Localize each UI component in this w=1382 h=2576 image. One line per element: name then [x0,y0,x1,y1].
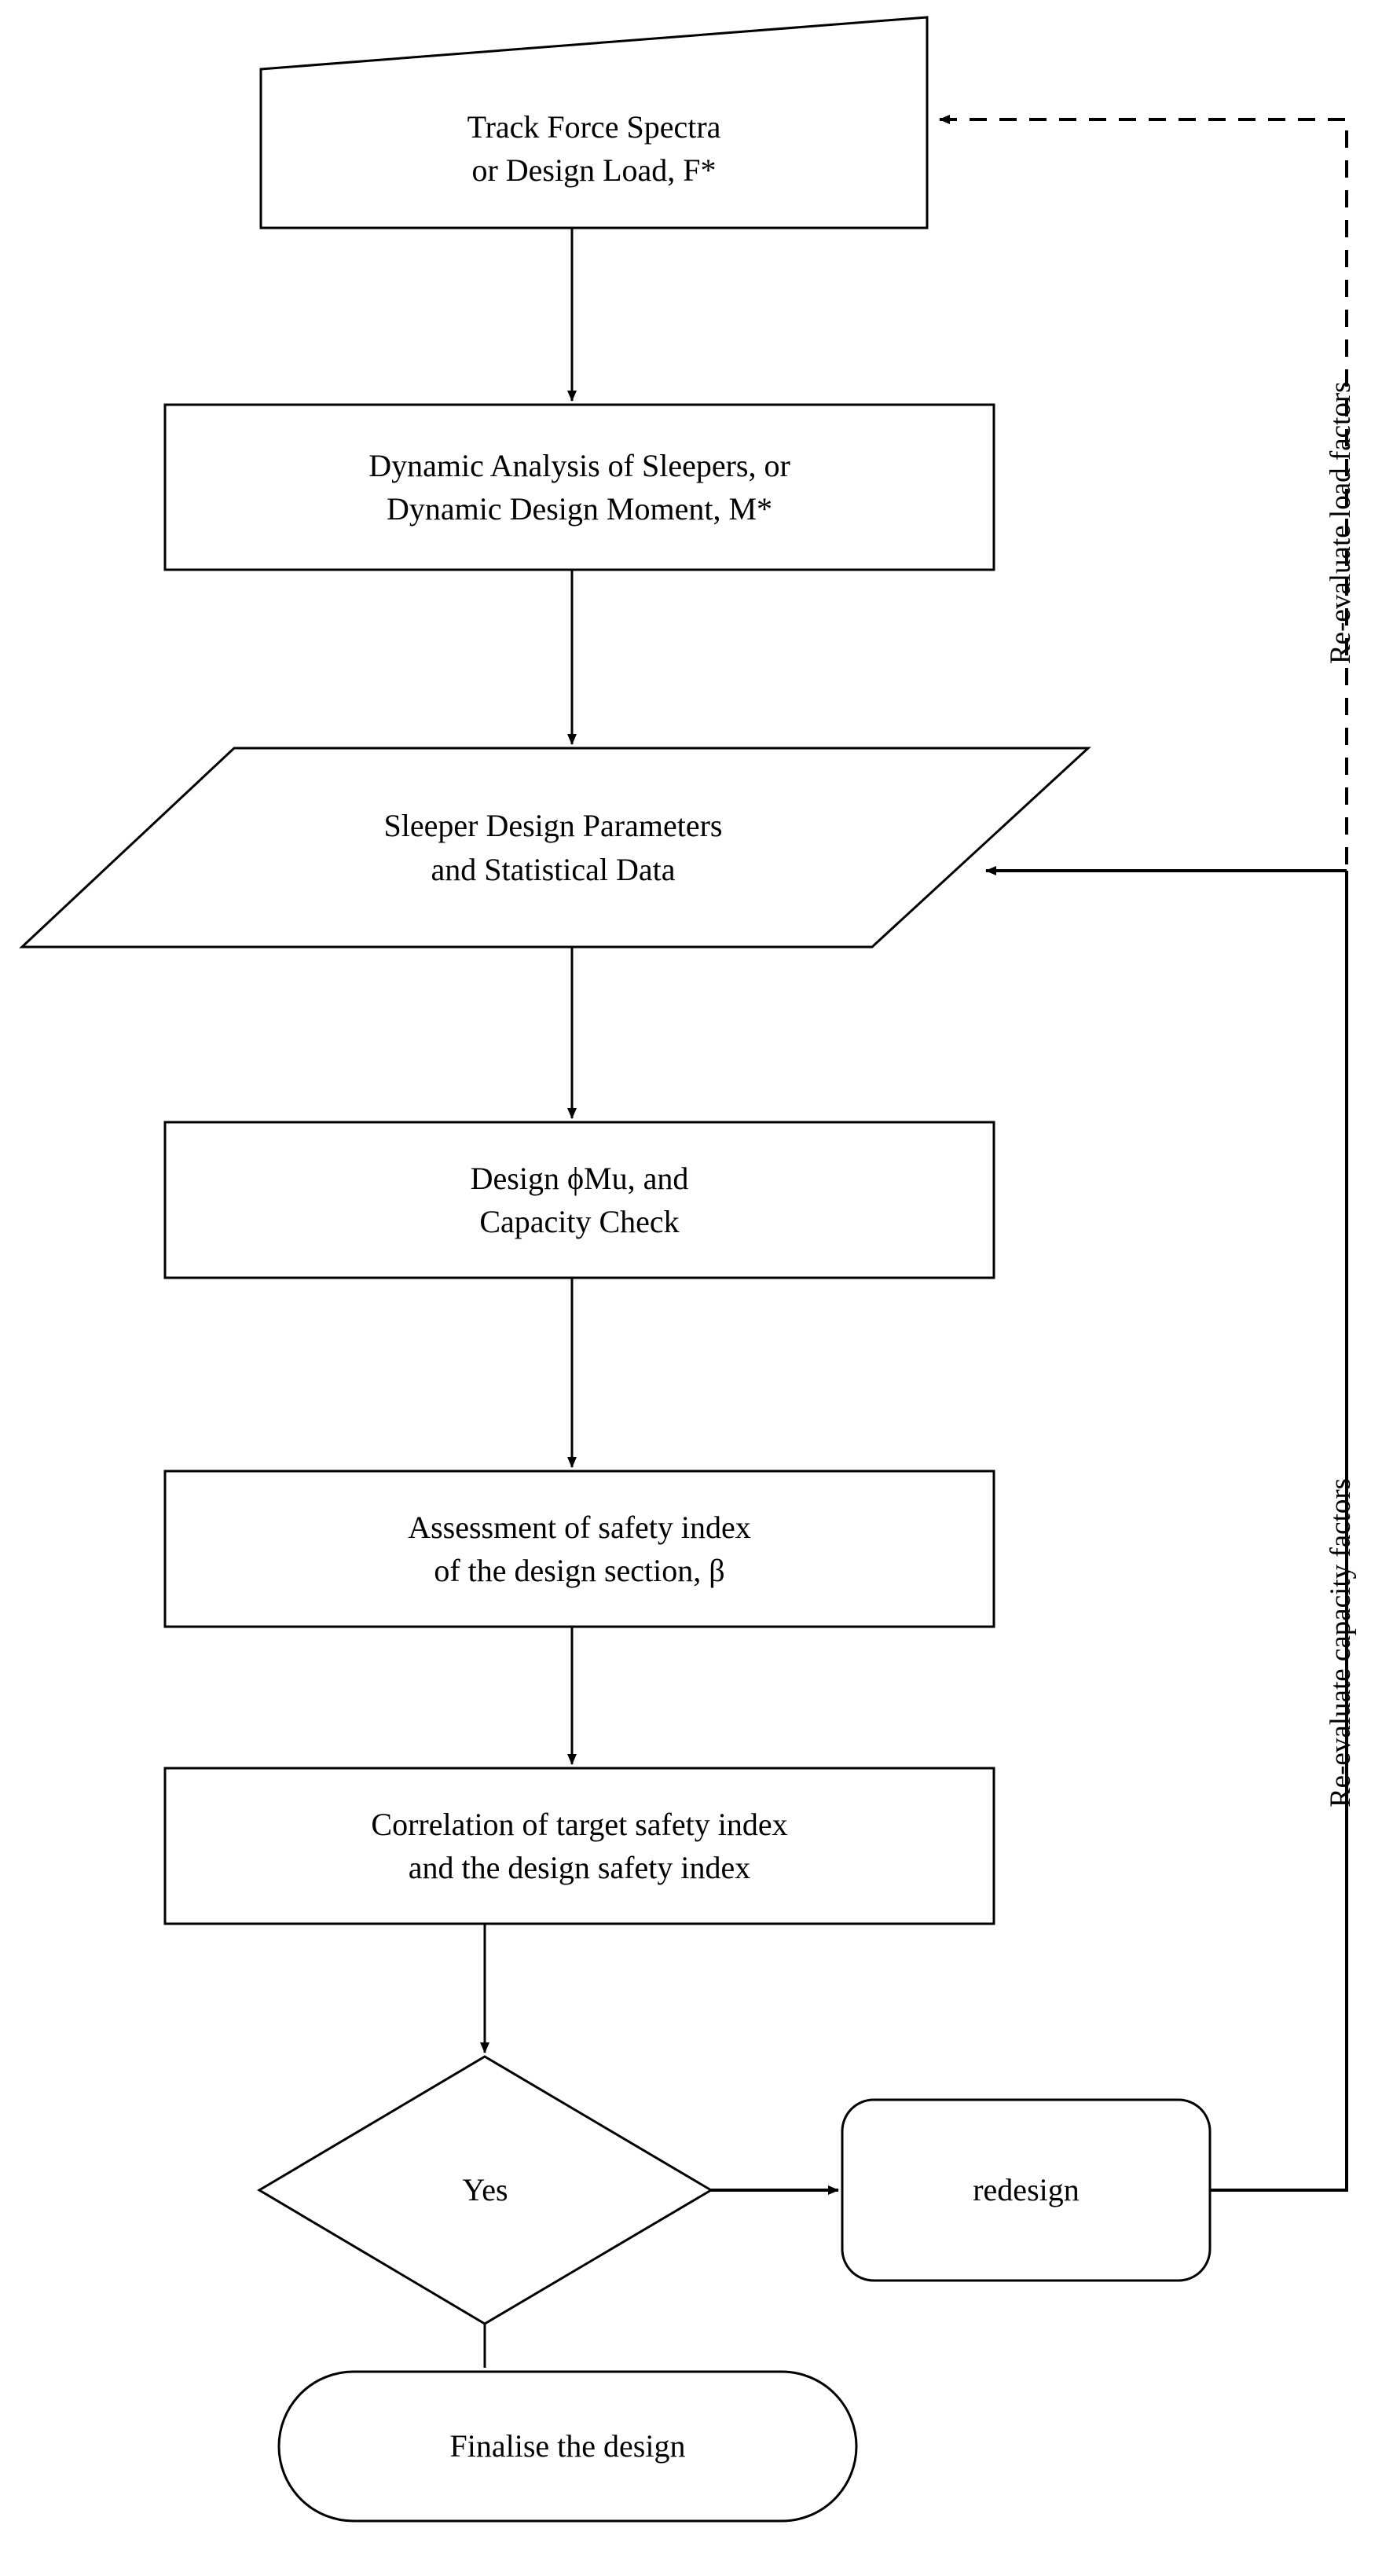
shape-dynamic-analysis[interactable] [163,403,995,571]
shape-track-force[interactable] [259,16,929,229]
shape-sleeper-parameters[interactable] [19,747,1091,949]
shape-safety-index[interactable] [163,1470,995,1628]
shape-design-phi-mu[interactable] [163,1121,995,1279]
edge-rail-to-track-force-dashed [939,115,1348,864]
edge-redesign-to-rail [1210,871,1348,2192]
shape-decision-diamond[interactable] [257,2055,713,2325]
shape-correlation[interactable] [163,1767,995,1925]
shape-redesign[interactable] [841,2098,1212,2282]
shape-finalise[interactable] [277,2370,858,2523]
edge-label-capacity-factors: Re-evaluate capacity factors [1325,1477,1357,1807]
edge-label-load-factors: Re-evaluate load factors [1325,381,1357,664]
